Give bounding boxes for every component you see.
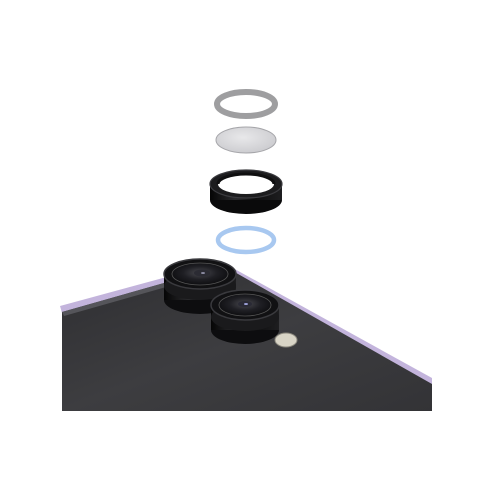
flash-icon [274, 332, 298, 348]
camera-lens-bottom [210, 289, 280, 344]
camera-lens-top [163, 258, 237, 314]
aluminum-frame-ring-icon [209, 169, 283, 214]
protective-film-ring-icon [214, 89, 278, 119]
adhesive-ring-icon [215, 225, 277, 255]
tempered-glass-disc-icon [215, 126, 277, 154]
